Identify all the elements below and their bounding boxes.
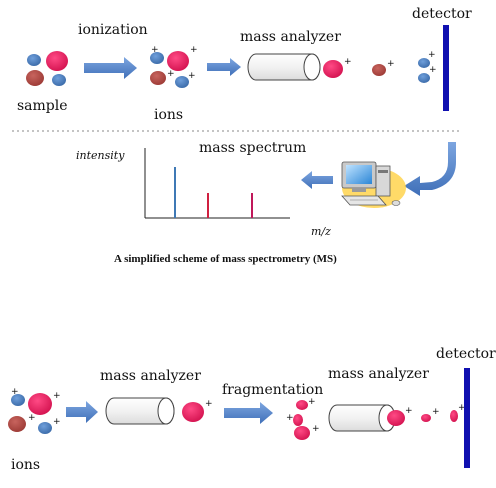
ion-red (26, 70, 44, 86)
charge-sign: + (205, 399, 213, 409)
curved-arrow-icon (404, 142, 456, 196)
ion-blue (52, 74, 66, 86)
ions-top: + + + + (150, 45, 198, 88)
ion-pink (387, 410, 405, 426)
mass-analyzer-label: mass analyzer (240, 29, 341, 45)
mass-analyzer-cylinder (105, 397, 175, 425)
ion-blue (175, 76, 189, 88)
detector-label: detector (412, 6, 472, 22)
charge-sign: + (167, 69, 175, 79)
ion-pink (296, 400, 308, 410)
arrow-right-icon (84, 57, 137, 79)
ion-blue (418, 58, 430, 68)
spectrum-axes (144, 148, 290, 219)
ion-pink (450, 410, 458, 422)
ion-blue (38, 422, 52, 434)
charge-sign: + (53, 417, 61, 427)
arrow-right-icon (224, 402, 273, 424)
computer-icon (341, 161, 406, 208)
ion-blue (150, 52, 164, 64)
charge-sign: + (28, 413, 36, 423)
charge-sign: + (308, 397, 316, 407)
mass-analyzer-label: mass analyzer (100, 368, 201, 384)
ions-bottom: + + + + (8, 387, 61, 434)
charge-sign: + (53, 391, 61, 401)
detector-plate (443, 25, 449, 111)
ion-pink (323, 60, 343, 78)
mass-analyzer-cylinder (328, 404, 396, 432)
ion-blue (11, 394, 25, 406)
fragmentation-label: fragmentation (222, 382, 323, 398)
ion-pink (167, 51, 189, 71)
charge-sign: + (188, 71, 196, 81)
ion-pink (182, 402, 204, 422)
sample-molecules (26, 51, 68, 86)
ionization-label: ionization (78, 22, 148, 38)
arrow-right-icon (207, 58, 241, 76)
charge-sign: + (432, 407, 440, 417)
ion-red (8, 416, 26, 432)
arrow-right-icon (66, 401, 98, 423)
detector-label: detector (436, 346, 496, 362)
mz-label: m/z (311, 225, 331, 238)
charge-sign: + (312, 424, 320, 434)
ion-blue (27, 54, 41, 66)
charge-sign: + (344, 57, 352, 67)
charge-sign: + (11, 387, 19, 397)
fragment-ions: + + + (286, 397, 320, 440)
ion-pink (294, 426, 310, 440)
ion-pink (293, 414, 303, 426)
charge-sign: + (458, 403, 466, 413)
intensity-label: intensity (76, 149, 125, 162)
ion-blue (418, 73, 430, 83)
charge-sign: + (429, 65, 437, 75)
arrow-left-icon (301, 171, 333, 189)
ion-pink (28, 393, 52, 415)
sample-label: sample (17, 98, 68, 114)
mass-spectrum-label: mass spectrum (199, 140, 306, 156)
ion-pink (421, 414, 431, 422)
mass-analyzer-cylinder (247, 53, 321, 81)
ions-label: ions (11, 457, 40, 473)
caption: A simplified scheme of mass spectrometry… (114, 253, 337, 265)
charge-sign: + (190, 45, 198, 55)
charge-sign: + (428, 50, 436, 60)
charge-sign: + (405, 406, 413, 416)
ion-pink (46, 51, 68, 71)
ions-label: ions (154, 107, 183, 123)
charge-sign: + (387, 59, 395, 69)
ion-red (372, 64, 386, 76)
charge-sign: + (286, 413, 294, 423)
mass-analyzer-label: mass analyzer (328, 366, 429, 382)
ion-red (150, 71, 166, 85)
charge-sign: + (151, 45, 159, 55)
detected-ions: + + (418, 50, 437, 83)
detector-plate (464, 368, 470, 468)
